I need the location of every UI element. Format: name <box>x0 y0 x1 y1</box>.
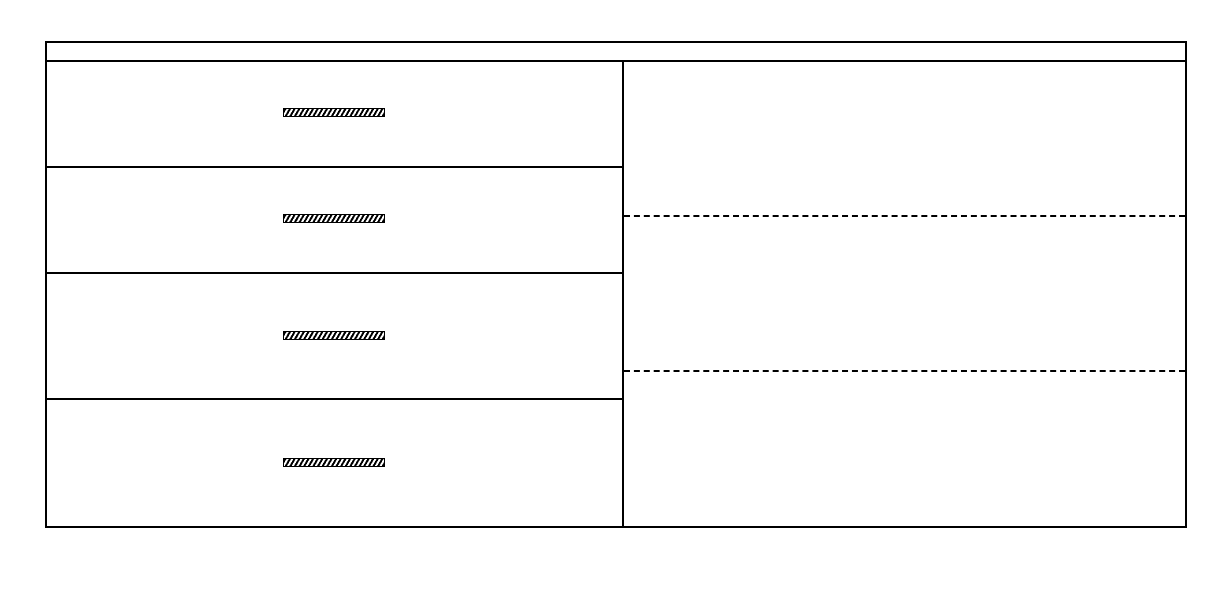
hatched-bar <box>283 331 385 340</box>
diagram-frame <box>45 41 1187 528</box>
left-row-2 <box>47 168 622 274</box>
dashed-divider <box>624 215 1185 217</box>
dashed-divider <box>624 370 1185 372</box>
left-row-3 <box>47 274 622 400</box>
right-panel <box>624 62 1185 526</box>
hatched-bar <box>283 108 385 117</box>
left-row-4 <box>47 400 622 526</box>
hatched-bar <box>283 458 385 467</box>
left-panel <box>47 62 624 526</box>
header-strip <box>47 43 1185 62</box>
hatched-bar <box>283 214 385 223</box>
left-row-1 <box>47 62 622 168</box>
